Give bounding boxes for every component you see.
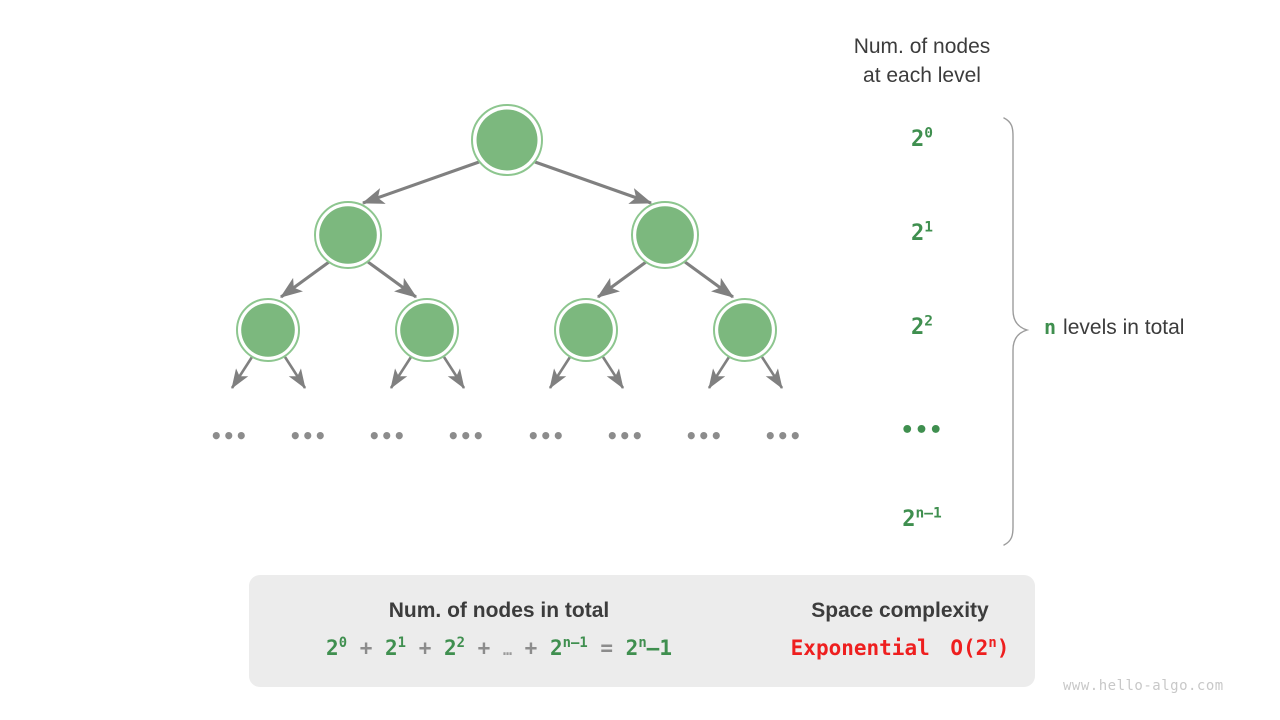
tree-node-root[interactable] [471, 104, 543, 176]
edge-stub-5 [548, 356, 572, 389]
term-2-0: 20 [326, 635, 348, 660]
tree-ellipsis-4: ••• [447, 424, 485, 448]
term-2-2: 22 [444, 635, 466, 660]
formula-ellipsis: … [502, 641, 513, 659]
op-plus-2: + [418, 636, 432, 660]
tree-node-left-right[interactable] [395, 298, 459, 362]
watermark: www.hello-algo.com [1063, 678, 1224, 694]
edge-root-left [361, 160, 480, 205]
node-fill [718, 303, 772, 357]
tree-node-right-left[interactable] [554, 298, 618, 362]
node-fill [636, 206, 694, 264]
tree-ellipsis-5: ••• [527, 424, 565, 448]
level-label-ellipsis: ••• [847, 418, 997, 443]
tree-nodes [236, 104, 777, 362]
level-label-n-1-exp: n–1 [915, 505, 942, 522]
tree-edges-level-2 [279, 260, 735, 299]
level-label-1-exp: 1 [924, 219, 933, 236]
edge-nl-right [367, 260, 418, 299]
edge-stub-4 [442, 356, 466, 389]
edge-stub-6 [601, 356, 625, 389]
level-label-n-1: 2n–1 [847, 505, 997, 532]
op-plus-4: + [524, 636, 538, 660]
node-ring [471, 104, 543, 176]
node-fill [319, 206, 377, 264]
level-label-0-exp: 0 [924, 125, 933, 142]
tree-edge-stubs [230, 356, 784, 389]
level-label-1: 21 [847, 219, 997, 246]
edge-nr-left [596, 260, 647, 299]
edge-nl-left [279, 260, 330, 299]
node-ring [314, 201, 382, 269]
edge-stub-2 [283, 356, 307, 389]
op-equals: = [600, 636, 613, 660]
summary-right-heading: Space complexity [811, 599, 989, 622]
level-label-ellipsis-base: ••• [900, 418, 944, 443]
level-label-2: 22 [847, 313, 997, 340]
summary-left-formula: 20 + 21 + 22 + … + 2n–1 = 2n–1 [249, 636, 749, 660]
node-fill [400, 303, 454, 357]
level-label-0: 20 [847, 125, 997, 152]
complexity-label: Exponential [790, 636, 930, 660]
summary-right-column: Space complexity Exponential O(2n) [765, 599, 1035, 660]
edge-nr-right [684, 260, 735, 299]
summary-box: Num. of nodes in total 20 + 21 + 22 + … … [249, 575, 1035, 687]
node-fill [241, 303, 295, 357]
tree-ellipsis-1: ••• [210, 424, 248, 448]
brace-caption: n levels in total [1044, 315, 1184, 340]
level-label-2-exp: 2 [924, 313, 933, 330]
summary-left-column: Num. of nodes in total 20 + 21 + 22 + … … [249, 599, 749, 660]
level-label-2-base: 2 [911, 315, 925, 340]
level-label-n-1-base: 2 [902, 507, 916, 532]
node-ring [395, 298, 459, 362]
node-fill [476, 109, 538, 171]
tree-ellipsis-6: ••• [606, 424, 644, 448]
tree-ellipsis-8: ••• [764, 424, 802, 448]
tree-ellipsis-7: ••• [685, 424, 723, 448]
node-ring [236, 298, 300, 362]
tree-node-left[interactable] [314, 201, 382, 269]
node-ring [631, 201, 699, 269]
tree-edges-level-1 [361, 160, 653, 205]
op-plus-1: + [359, 636, 373, 660]
brace-caption-variable: n [1044, 315, 1057, 339]
level-label-1-base: 2 [911, 221, 925, 246]
brace-caption-text: levels in total [1063, 316, 1185, 339]
tree-ellipsis-3: ••• [368, 424, 406, 448]
summary-right-result: Exponential O(2n) [765, 636, 1035, 660]
right-column-title: Num. of nodes at each level [853, 35, 991, 87]
level-label-0-base: 2 [911, 127, 925, 152]
op-plus-3: + [477, 636, 491, 660]
term-2n-minus-1: 2n–1 [625, 635, 672, 660]
summary-left-heading: Num. of nodes in total [388, 599, 610, 622]
tree-node-right[interactable] [631, 201, 699, 269]
edge-stub-1 [230, 356, 254, 389]
node-fill [559, 303, 613, 357]
tree-ellipsis-2: ••• [289, 424, 327, 448]
term-2-1: 21 [385, 635, 407, 660]
edge-stub-3 [389, 356, 413, 389]
node-ring [713, 298, 777, 362]
node-ring [554, 298, 618, 362]
complexity-big-o: O(2n) [950, 635, 1010, 660]
level-span-brace [1003, 117, 1030, 546]
edge-root-right [534, 160, 653, 205]
edge-stub-7 [707, 356, 731, 389]
edge-stub-8 [760, 356, 784, 389]
tree-node-right-right[interactable] [713, 298, 777, 362]
tree-node-left-left[interactable] [236, 298, 300, 362]
term-2-n-1: 2n–1 [549, 635, 588, 660]
